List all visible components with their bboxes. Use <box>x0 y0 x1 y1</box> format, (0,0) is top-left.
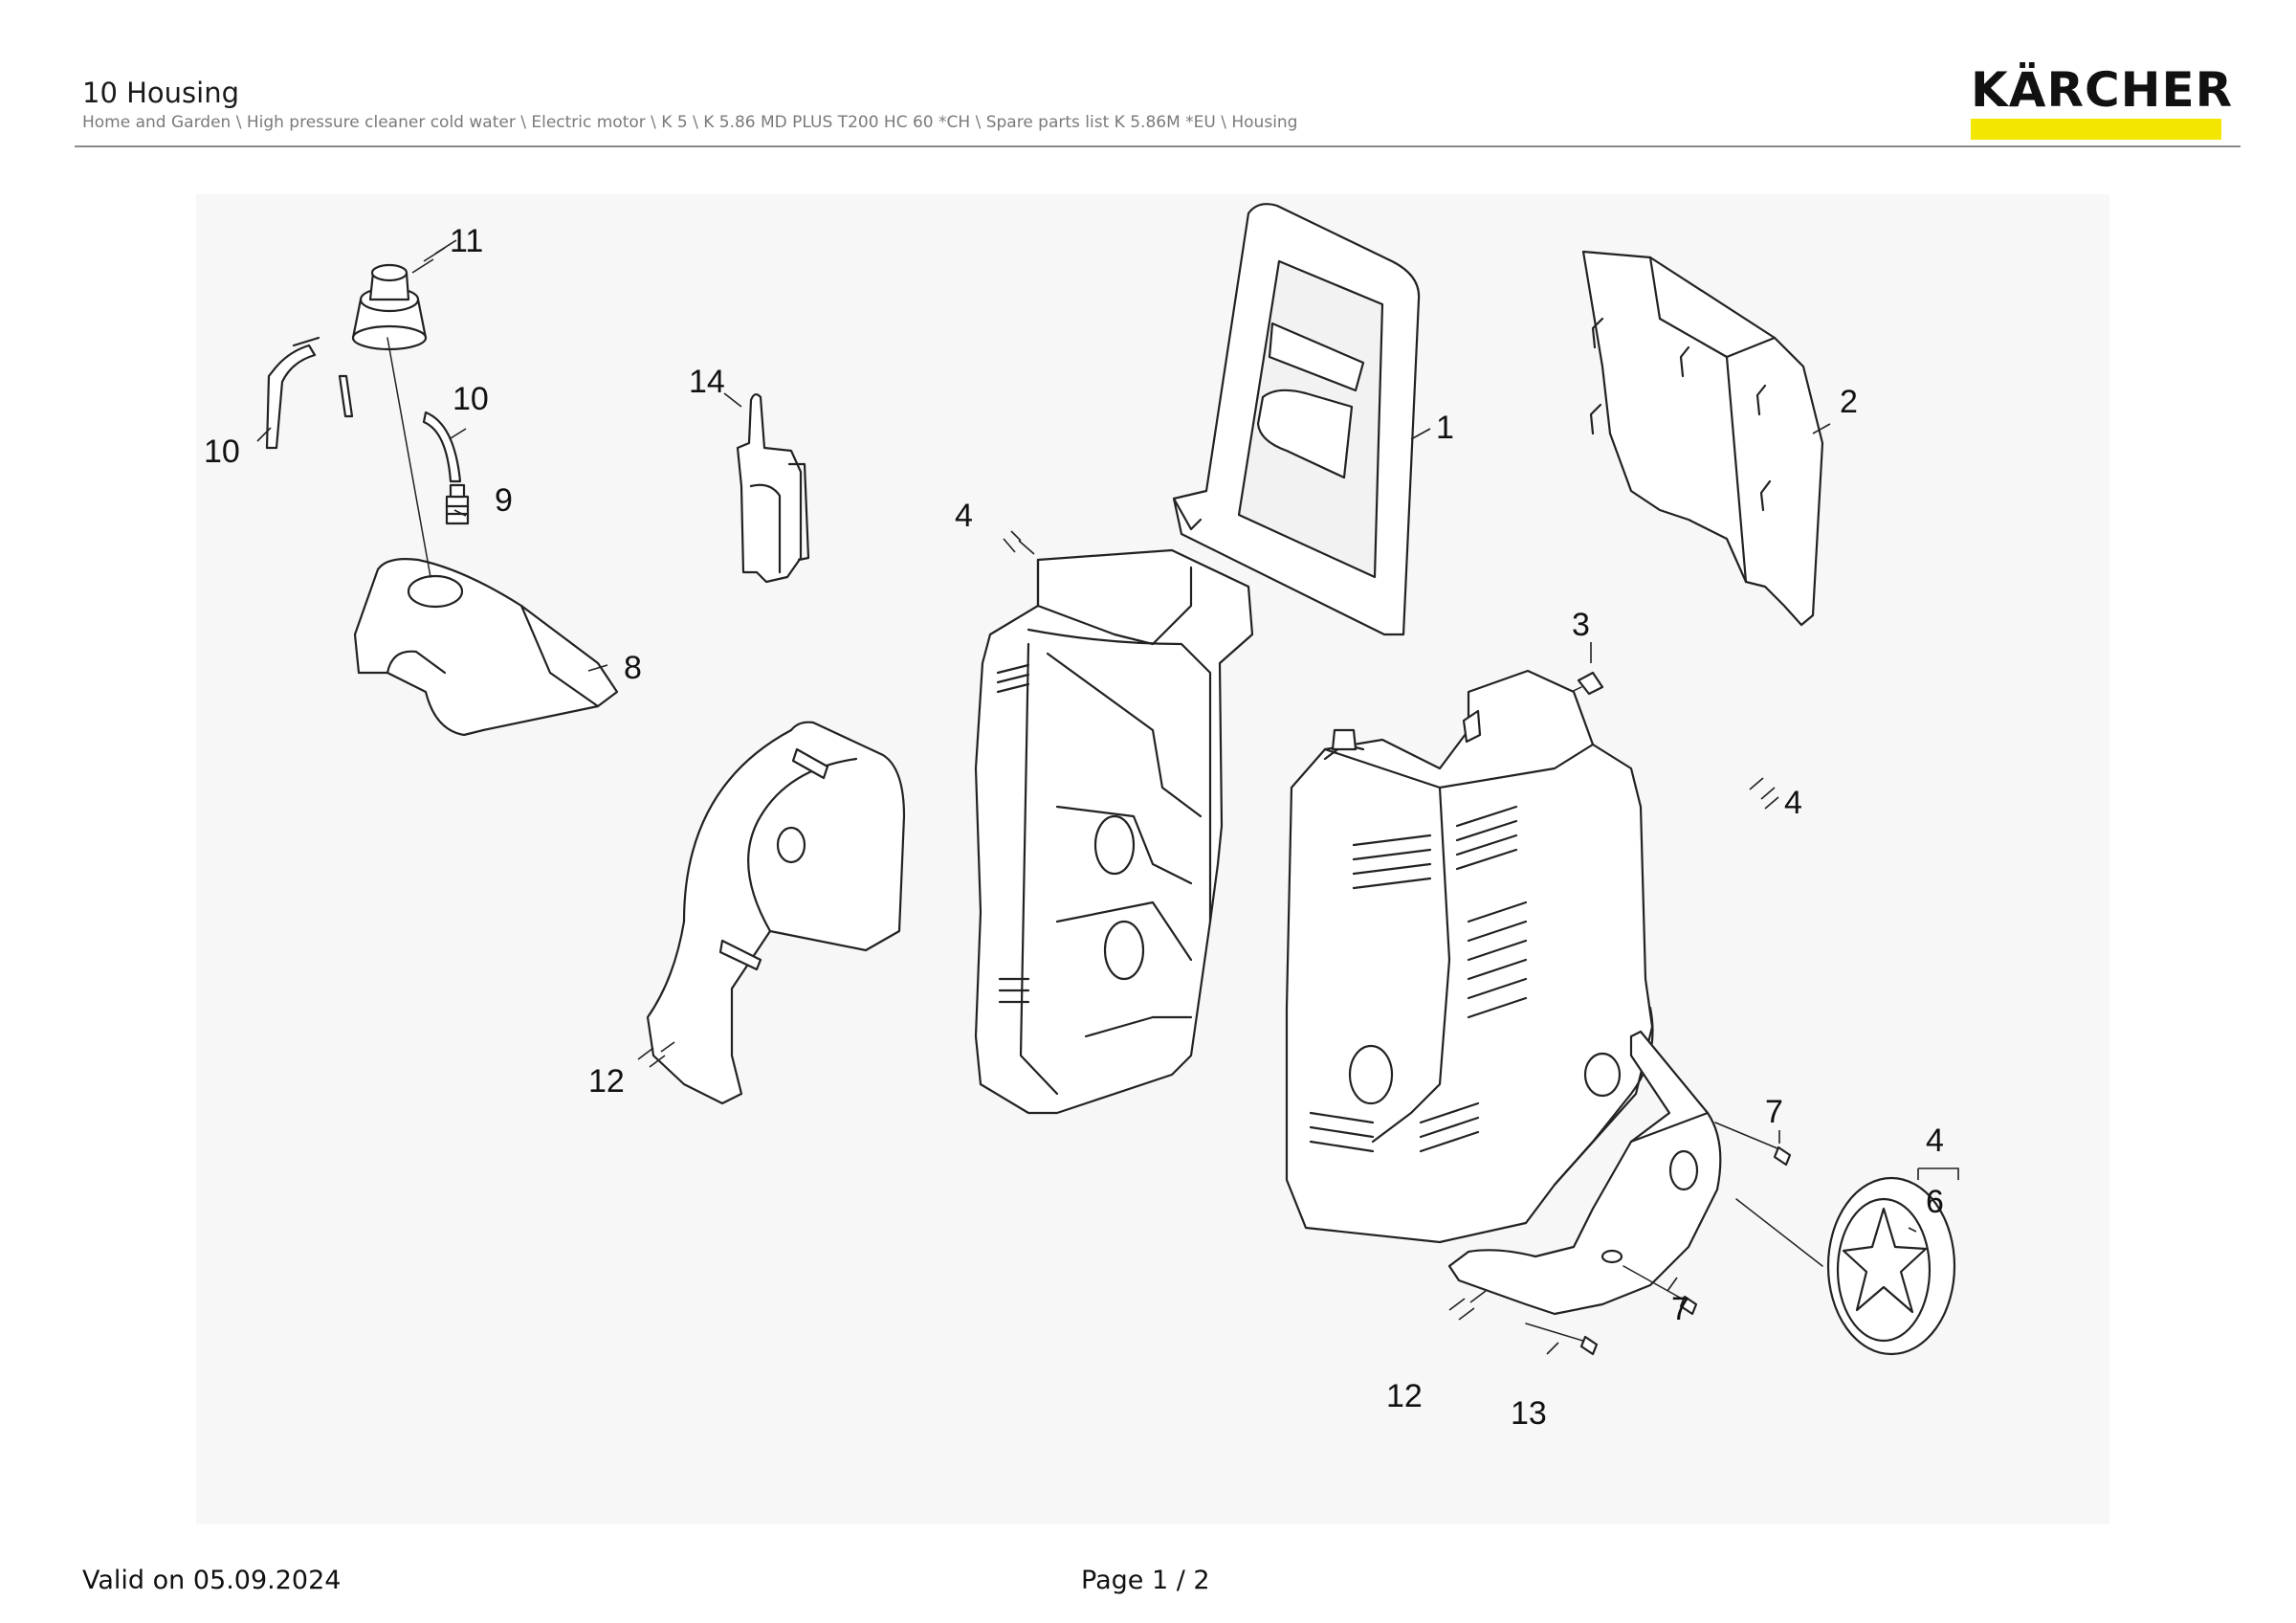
part-label[interactable]: 2 <box>1840 384 1858 420</box>
part-side-cover-right <box>1447 1030 1722 1316</box>
part-label[interactable]: 13 <box>1511 1395 1547 1432</box>
part-label[interactable]: 4 <box>955 498 973 534</box>
part-housing-front <box>974 548 1254 1115</box>
part-side-cover-left <box>646 721 906 1105</box>
brand-logo-text: KÄRCHER <box>1971 62 2234 118</box>
header-divider <box>75 145 2241 147</box>
part-label[interactable]: 14 <box>689 364 725 400</box>
breadcrumb[interactable]: Home and Garden \ High pressure cleaner … <box>82 113 1298 132</box>
part-label[interactable]: 6 <box>1926 1184 1944 1220</box>
part-housing-main <box>1285 669 1654 1244</box>
part-label[interactable]: 4 <box>1784 785 1802 821</box>
part-label[interactable]: 7 <box>1765 1094 1783 1130</box>
part-handle <box>1172 203 1421 636</box>
leader-lines <box>256 239 1959 1355</box>
part-wheel <box>1735 1176 1956 1356</box>
exploded-diagram: 11 10 10 9 8 14 4 1 2 3 4 12 7 4 6 7 12 … <box>196 194 2109 1524</box>
part-label[interactable]: 4 <box>1926 1123 1944 1159</box>
part-label[interactable]: 12 <box>588 1063 625 1100</box>
part-hose <box>265 336 462 483</box>
brand-logo: KÄRCHER <box>1971 62 2234 140</box>
part-label[interactable]: 8 <box>624 650 642 686</box>
part-screw-7 <box>1525 1122 1792 1356</box>
valid-date: Valid on 05.09.2024 <box>82 1566 342 1595</box>
page-number: Page 1 / 2 <box>1081 1566 1210 1595</box>
part-fitting <box>445 483 470 525</box>
exploded-diagram-svg: 11 10 10 9 8 14 4 1 2 3 4 12 7 4 6 7 12 … <box>204 203 1959 1432</box>
page-title: 10 Housing <box>82 77 240 109</box>
part-label[interactable]: 7 <box>1671 1291 1689 1327</box>
part-label[interactable]: 9 <box>495 482 513 519</box>
part-label[interactable]: 10 <box>204 434 240 470</box>
part-label[interactable]: 1 <box>1436 410 1454 446</box>
part-label[interactable]: 10 <box>453 381 489 417</box>
part-holder <box>736 393 810 584</box>
part-label[interactable]: 12 <box>1386 1378 1423 1414</box>
brand-logo-bar <box>1971 119 2221 140</box>
part-cap <box>351 263 428 351</box>
part-label[interactable]: 3 <box>1572 607 1590 643</box>
part-tank <box>353 337 619 737</box>
part-rear-cover <box>1581 250 1824 627</box>
part-label[interactable]: 11 <box>450 223 483 259</box>
part-labels: 11 10 10 9 8 14 4 1 2 3 4 12 7 4 6 7 12 … <box>204 223 1944 1432</box>
